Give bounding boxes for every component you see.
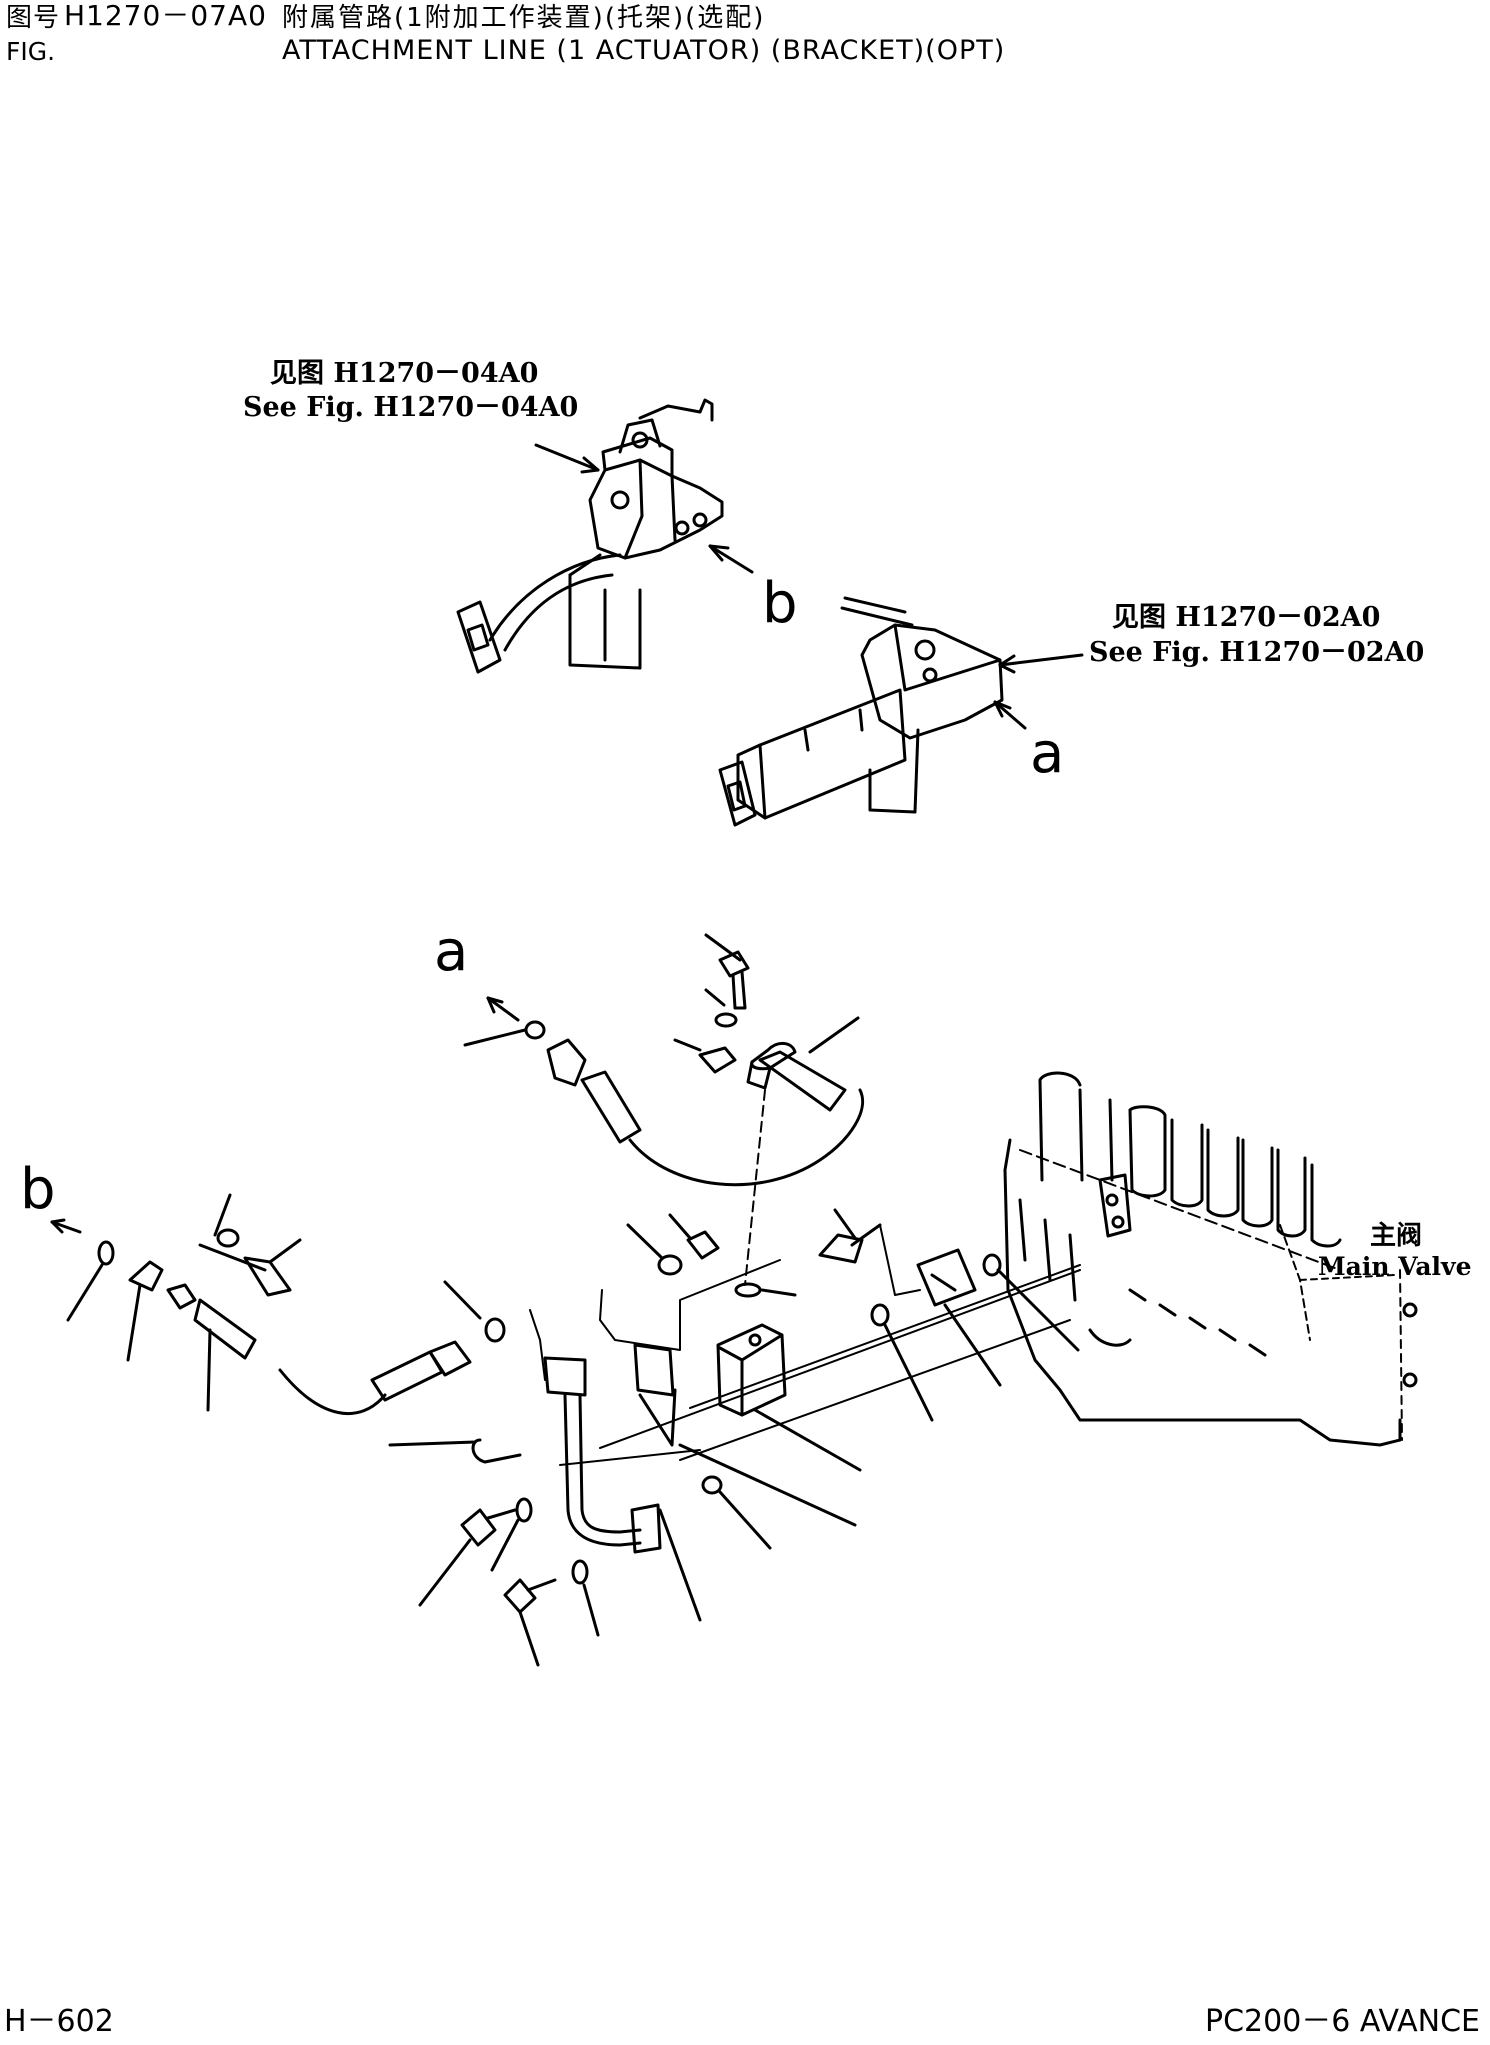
- flange-top: [543, 1356, 587, 1397]
- label-a-lower: a: [434, 919, 468, 984]
- o-ring-b: [97, 1240, 115, 1266]
- model-name: PC200－6 AVANCE: [1205, 2004, 1480, 2039]
- flange-bottom: [630, 1503, 662, 1554]
- hose-nut-b: [166, 1283, 197, 1310]
- center-valve-block: [716, 1323, 787, 1417]
- title-en: ATTACHMENT LINE (1 ACTUATOR) (BRACKET)(O…: [282, 35, 1006, 66]
- lower-exploded-view: a: [20, 919, 1081, 1667]
- hose-nut-a: [546, 1038, 587, 1087]
- mounting-plate: [916, 1248, 977, 1307]
- ref-label-04-cn: 见图 H1270－04A0: [270, 358, 538, 389]
- fig-number: H1270－07A0: [64, 0, 267, 32]
- hose-fitting-d: [428, 1340, 472, 1377]
- hose-sleeve-a: [580, 1070, 642, 1144]
- upper-hose: [488, 553, 622, 642]
- main-valve-label-cn: 主阀: [1370, 1221, 1422, 1251]
- bolt-bottom-2: [503, 1578, 537, 1614]
- o-ring-d: [982, 1253, 1002, 1277]
- bolt-bottom-1: [460, 1508, 497, 1547]
- nut-mid: [686, 1230, 720, 1260]
- flange-plate: [633, 1343, 675, 1397]
- ref-02-leader: [998, 653, 1084, 667]
- main-valve-label-en: Main Valve: [1318, 1252, 1471, 1281]
- ref-label-04-en: See Fig. H1270－04A0: [243, 392, 578, 423]
- fig-label-cn: 图号: [6, 3, 61, 33]
- steel-tube: [563, 1393, 642, 1547]
- label-a-upper: a: [1030, 721, 1064, 786]
- bolt-mid: [818, 1233, 864, 1264]
- ref-04-arrowhead: [580, 456, 600, 474]
- page-number: H－602: [4, 2004, 114, 2039]
- upper-valve-block: [588, 436, 724, 560]
- title-cn: 附属管路(1附加工作装置)(托架)(选配): [282, 3, 766, 33]
- bolt-head-top: [718, 950, 750, 978]
- main-valve-body: [1003, 1138, 1402, 1447]
- hose-sleeve-c: [193, 1298, 257, 1360]
- upper-right-bracket-assembly: 见图 H1270－02A0 See Fig. H1270－02A0 a: [718, 596, 1424, 827]
- upper-hose-flange: [456, 600, 502, 674]
- o-ring-block: [734, 1282, 762, 1298]
- hose-a: [628, 1088, 865, 1187]
- hose-sleeve-d: [370, 1350, 444, 1402]
- o-ring-f: [701, 1475, 723, 1495]
- hose-sleeve-b: [758, 1050, 847, 1112]
- label-b-upper: b: [762, 571, 798, 636]
- fig-label-en: FIG.: [6, 37, 56, 66]
- elbow-clip-left: [128, 1260, 164, 1292]
- upper-right-bracket-plate: [758, 688, 907, 820]
- label-b-lower: b: [20, 1157, 56, 1222]
- upper-right-flange: [718, 760, 757, 827]
- hose-b: [278, 1368, 387, 1416]
- washer-mid: [657, 1254, 683, 1276]
- figure-header: 图号 H1270－07A0 附属管路(1附加工作装置)(托架)(选配) FIG.…: [6, 0, 1006, 66]
- washer-bottom-2: [571, 1559, 589, 1585]
- upper-right-valve-block: [860, 623, 1004, 740]
- valve-port-plate: [1098, 1173, 1132, 1238]
- main-valve: 主阀 Main Valve: [1003, 1071, 1471, 1447]
- upper-left-bracket-assembly: 见图 H1270－04A0 See Fig. H1270－04A0: [243, 358, 798, 674]
- o-ring-c: [484, 1317, 506, 1343]
- washer-bottom-1: [515, 1497, 533, 1523]
- ref-label-02-cn: 见图 H1270－02A0: [1112, 602, 1380, 633]
- u-clamp: [471, 1438, 522, 1464]
- o-ring-e: [870, 1303, 890, 1327]
- clip-top: [698, 1046, 737, 1074]
- bolt-shank-top: [731, 970, 747, 1010]
- bolt-left: [243, 1256, 292, 1297]
- washer-left: [216, 1228, 240, 1248]
- ref-label-02-en: See Fig. H1270－02A0: [1089, 637, 1424, 668]
- o-ring-a: [524, 1020, 546, 1040]
- ref-04-leader: [534, 443, 600, 472]
- washer-top: [714, 1012, 738, 1028]
